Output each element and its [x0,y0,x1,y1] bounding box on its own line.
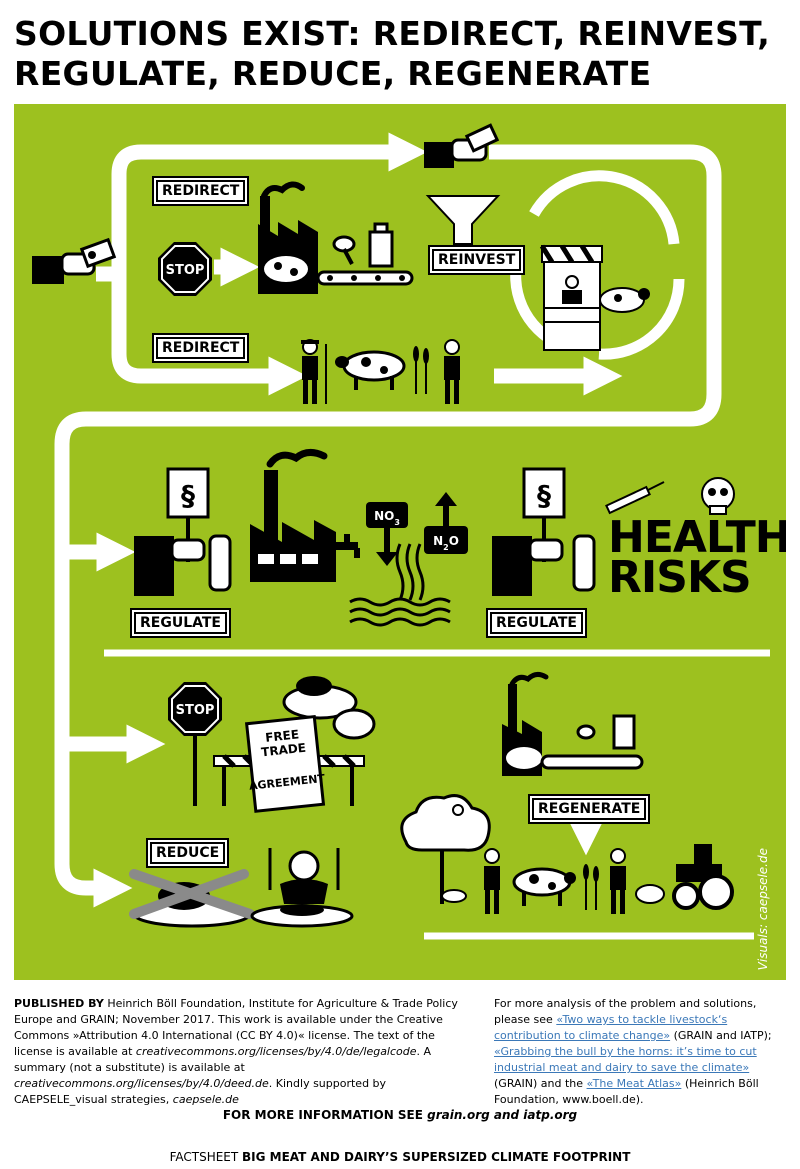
more-info-links: grain.org and iatp.org [427,1108,578,1122]
person-eating-icon [250,848,354,928]
further-reading-intro: For more analysis of the problem and sol… [494,997,757,1026]
nitrate-icon [366,502,408,566]
redirect-label-2: REDIRECT [152,333,250,363]
dog-icon [441,889,467,903]
farmer-icon-4 [610,848,626,914]
summary-url: creativecommons.org/licenses/by/4.0/deed… [14,1077,269,1090]
link-two-ways[interactable]: «Two ways to tackle livestock‘s contribu… [494,1013,728,1042]
supported-text: . Kindly supported by CAEPSELE_visual st… [14,1077,387,1106]
page-title: SOLUTIONS EXIST: REDIRECT, REINVEST, REG… [14,14,794,94]
syringe-icon [605,481,665,515]
published-by-label: PUBLISHED BY [14,997,104,1010]
stop-text-1: STOP [166,263,205,278]
license-url: creativecommons.org/licenses/by/4.0/de/l… [135,1045,417,1058]
flow-diagram: STOP STOP § § NO3 N2O FREE TRADE AGREEME… [32,123,770,940]
flow-path-top [96,132,428,282]
link-grabbing-the-bull[interactable]: «Grabbing the bull by the horns: it’s ti… [494,1045,757,1074]
skull-icon [701,477,735,515]
visual-credit: Visuals: caepsele.de [756,847,770,970]
market-stall-icon [539,244,603,351]
free-trade-sign [244,714,326,813]
regenerate-label: REGENERATE [528,794,651,824]
flow-path-bottom [111,274,308,396]
regulation-sign-hand-icon-2 [492,467,596,596]
regulate-label-2: REGULATE [486,608,587,638]
factory-icon-1 [258,181,318,294]
risks-text: RISKS [608,552,752,603]
plate-icon-crossed [129,869,255,928]
further-reading-block: For more analysis of the problem and sol… [494,996,786,1108]
tractor-icon [672,844,734,910]
factsheet-line: FACTSHEET BIG MEAT AND DAIRY’S SUPERSIZE… [0,1150,800,1164]
summary-text: . A summary (not a substitute) is availa… [14,1045,432,1074]
more-info-prefix: FOR MORE INFORMATION SEE [222,1108,428,1122]
published-by-block: PUBLISHED BY Heinrich Böll Foundation, I… [14,996,476,1108]
wheat-icon-2 [583,864,599,910]
link1-source: (GRAIN and IATP); [670,1029,772,1042]
regulate-label-1: REGULATE [130,608,231,638]
link-meat-atlas[interactable]: «The Meat Atlas» [586,1077,682,1090]
sign-line-1: FREE [265,727,300,744]
wheat-icon-1 [413,346,429,394]
money-hand-icon-left [32,237,117,284]
title-line-2: REGULATE, REDUCE, REGENERATE [14,54,652,93]
more-info-line: FOR MORE INFORMATION SEE grain.org and i… [0,1108,800,1122]
title-line-1: SOLUTIONS EXIST: REDIRECT, REINVEST, [14,14,771,53]
factsheet-title: BIG MEAT AND DAIRY’S SUPERSIZED CLIMATE … [242,1150,631,1164]
stop-text-2: STOP [176,703,215,718]
redirect-label-1: REDIRECT [152,176,250,206]
paragraph-symbol-1: § [181,479,195,512]
conveyor-icon-1 [316,222,414,286]
conveyor-icon-2 [540,714,644,770]
sheep-icon [635,884,665,904]
factory-icon-3 [502,671,549,776]
tap-icon [336,534,360,558]
factory-icon-2 [250,449,336,582]
factsheet-prefix: FACTSHEET [169,1150,243,1164]
stop-sign-icon-2 [168,682,222,806]
cow-icon-stall [599,287,650,313]
meat-pile-icon [282,676,376,740]
nitrous-oxide-icon [424,492,468,554]
n2o-label: N2O [433,534,459,552]
farmer-icon-1 [301,339,327,404]
farmer-icon-3 [484,848,500,914]
paragraph-symbol-2: § [537,479,551,512]
no3-label: NO3 [374,509,400,527]
health-risks-text: HEALTH RISKS [608,512,786,603]
reinvest-label: REINVEST [428,245,526,275]
water-waves-icon [349,543,451,627]
published-text: Heinrich Böll Foundation, Institute for … [14,997,458,1058]
link2-source: (GRAIN) and the [494,1077,587,1090]
farmer-icon-2 [444,339,460,404]
reduce-label: REDUCE [146,838,230,868]
tree-icon [400,794,491,904]
cow-icon-2 [512,867,576,906]
money-hand-icon-top [424,123,500,168]
regulation-sign-hand-icon-1 [134,467,232,596]
cow-icon-1 [335,350,406,390]
health-text: HEALTH [608,512,786,563]
flow-path-loop [54,144,722,908]
illustration-panel: STOP STOP § § NO3 N2O FREE TRADE AGREEME… [14,104,786,980]
supported-url: caepsele.de [172,1093,239,1106]
funnel-icon [425,195,501,245]
sign-line-2: TRADE [261,741,307,760]
link3-source: (Heinrich Böll Foundation, www.boell.de)… [494,1077,759,1106]
stop-sign-icon-1 [158,242,212,296]
